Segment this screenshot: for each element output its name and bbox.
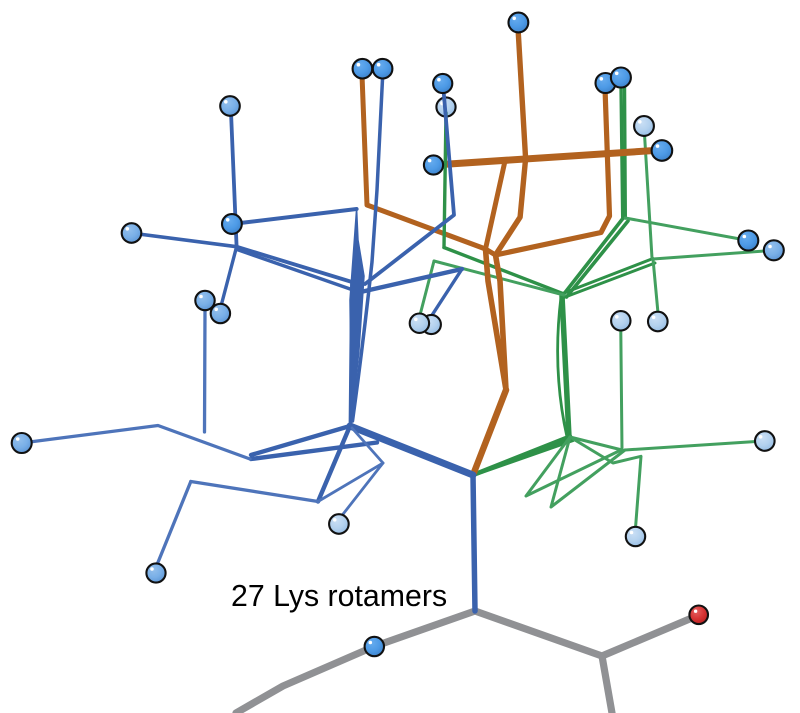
svg-text:27 Lys rotamers: 27 Lys rotamers: [231, 580, 447, 613]
